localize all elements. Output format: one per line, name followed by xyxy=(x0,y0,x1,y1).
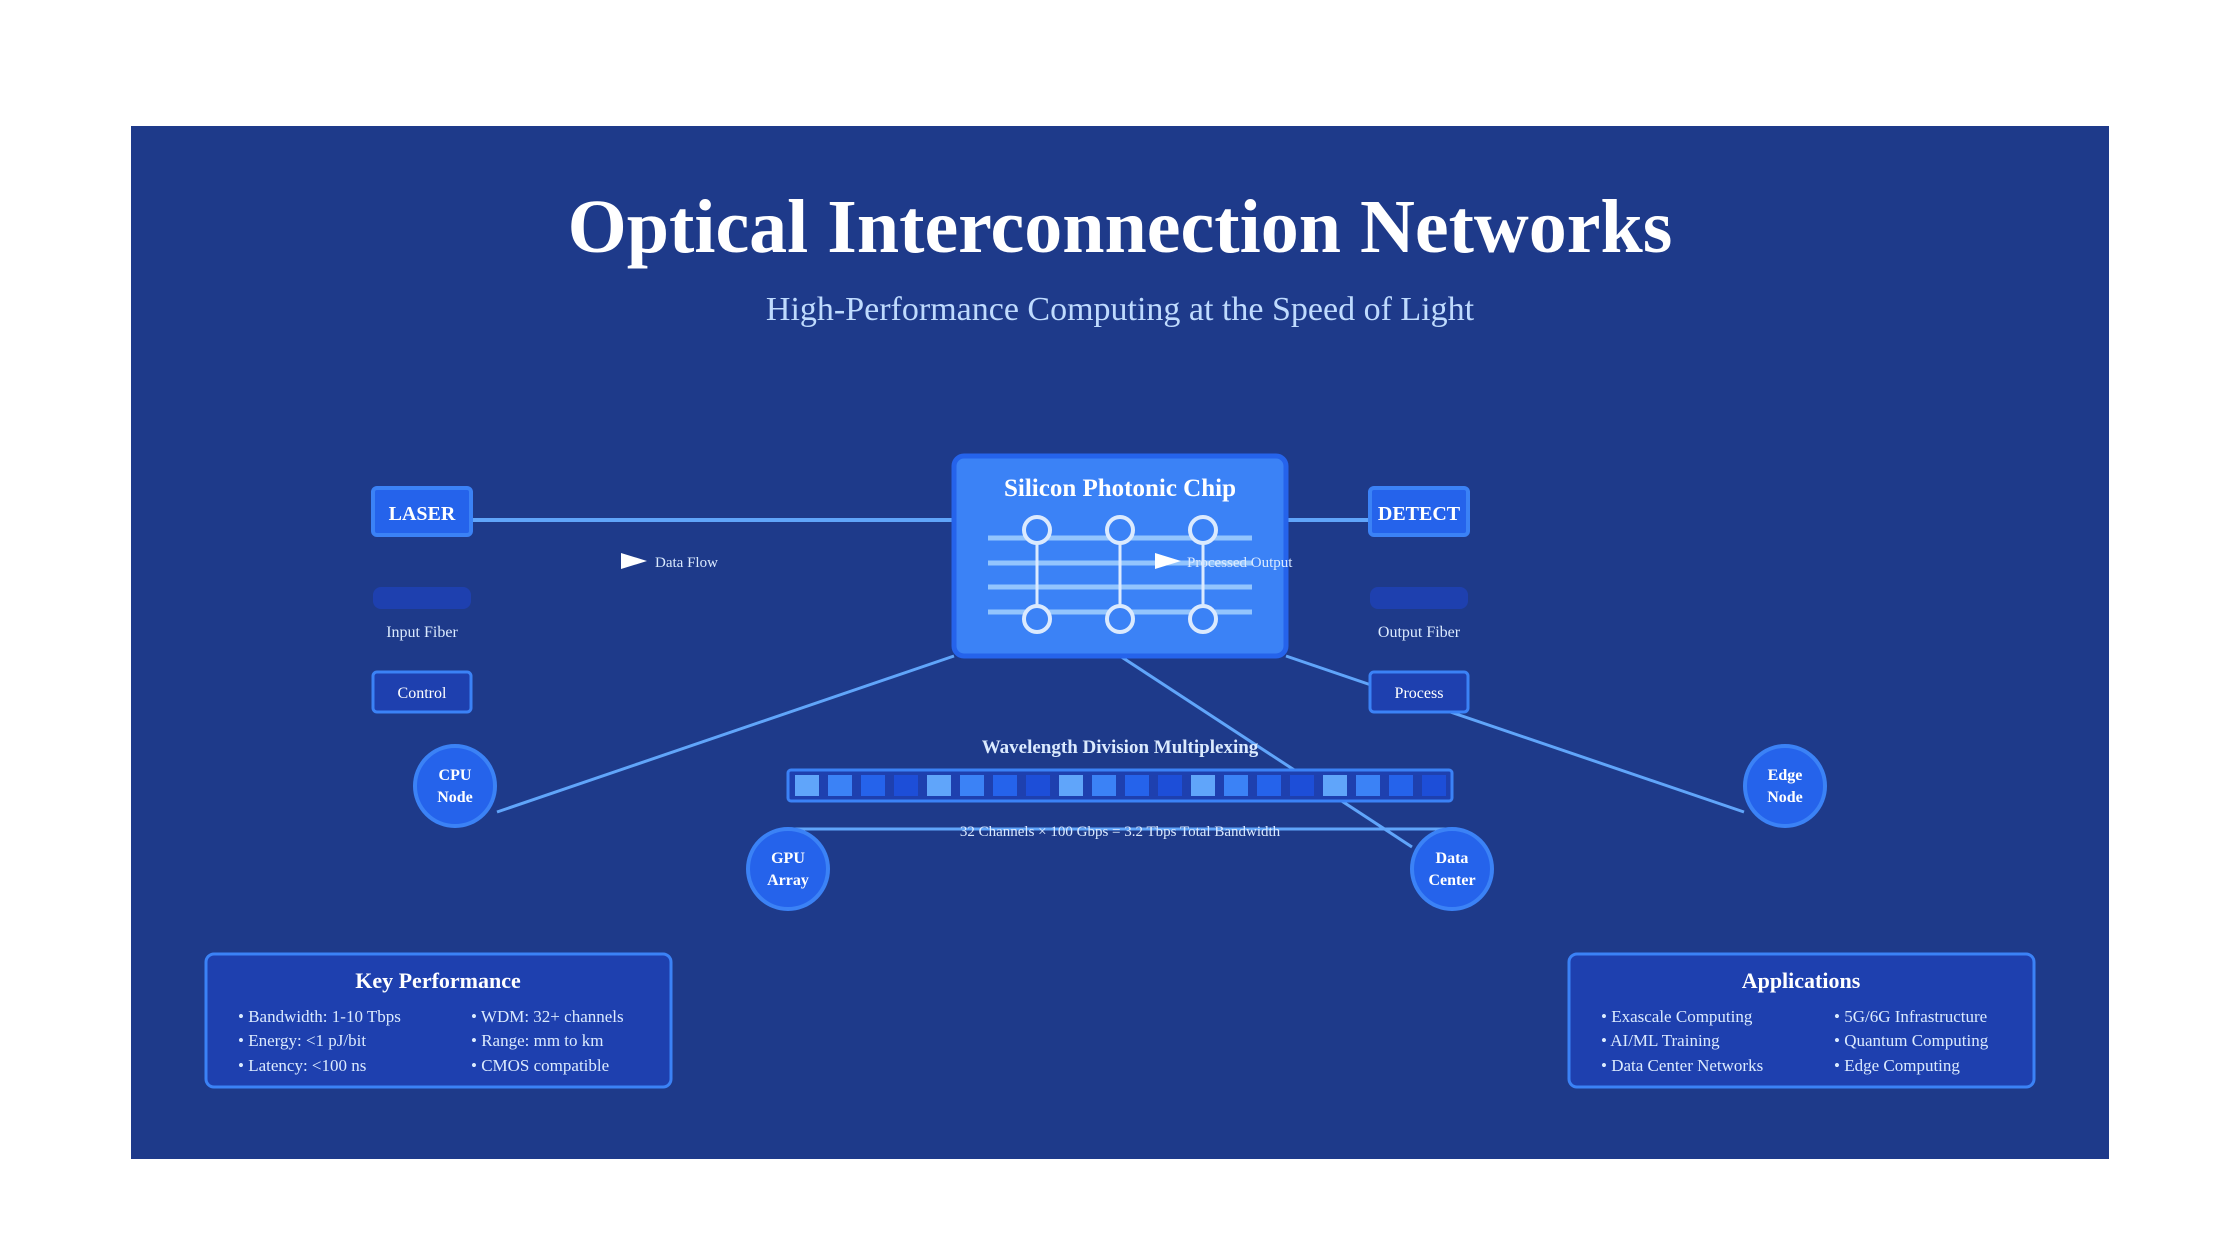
data-center-node-label: Center xyxy=(1428,872,1475,889)
wdm-channel xyxy=(960,775,984,796)
control-button[interactable]: Control xyxy=(371,670,473,714)
wdm-channel xyxy=(1389,775,1413,796)
application-item: • Exascale Computing xyxy=(1601,1007,1753,1026)
perf-item: • CMOS compatible xyxy=(471,1056,609,1075)
application-item: • Data Center Networks xyxy=(1601,1056,1763,1075)
application-item: • Quantum Computing xyxy=(1834,1031,1989,1050)
photonic-chip: Silicon Photonic Chip Processed Output xyxy=(951,453,1293,659)
process-label: Process xyxy=(1395,685,1444,702)
connection-lines xyxy=(471,518,1745,849)
processed-output-arrow-icon xyxy=(1155,553,1181,569)
wdm-channel xyxy=(795,775,819,796)
wdm-channel xyxy=(1059,775,1083,796)
input-fiber-label: Input Fiber xyxy=(386,624,458,641)
page-title: Optical Interconnection Networks xyxy=(568,185,1673,269)
key-performance-panel: Key Performance • Bandwidth: 1-10 Tbps •… xyxy=(204,952,673,1089)
edge-node-label: Node xyxy=(1767,789,1803,806)
wdm-channel xyxy=(927,775,951,796)
perf-item: • Bandwidth: 1-10 Tbps xyxy=(238,1007,401,1026)
wdm-channels xyxy=(795,775,1446,796)
output-fiber xyxy=(1370,587,1468,609)
wdm-channel xyxy=(1125,775,1149,796)
wdm-channel xyxy=(828,775,852,796)
gpu-node-label: Array xyxy=(767,872,809,889)
wdm-channel xyxy=(1257,775,1281,796)
laser-source: LASER xyxy=(371,486,473,537)
wdm-caption: 32 Channels × 100 Gbps = 3.2 Tbps Total … xyxy=(960,824,1281,840)
application-item: • 5G/6G Infrastructure xyxy=(1834,1007,1987,1026)
data-center-link xyxy=(1119,654,1413,849)
wdm-channel xyxy=(1191,775,1215,796)
ring-resonator xyxy=(1022,604,1052,634)
perf-item: • WDM: 32+ channels xyxy=(471,1007,624,1026)
wdm-channel xyxy=(1224,775,1248,796)
ring-resonators xyxy=(1022,515,1218,634)
perf-item: • Range: mm to km xyxy=(471,1031,604,1050)
perf-item: • Latency: <100 ns xyxy=(238,1056,366,1075)
process-button[interactable]: Process xyxy=(1368,670,1470,714)
wdm-channel xyxy=(1356,775,1380,796)
detect-label: DETECT xyxy=(1378,503,1461,525)
applications-panel: Applications • Exascale Computing • AI/M… xyxy=(1567,952,2036,1089)
applications-title: Applications xyxy=(1742,968,1861,993)
ring-resonator xyxy=(1188,515,1218,545)
wdm-channel xyxy=(861,775,885,796)
diagram-canvas: Optical Interconnection Networks High-Pe… xyxy=(131,126,2109,1159)
control-label: Control xyxy=(398,685,447,702)
input-fiber xyxy=(373,587,471,609)
laser-label: LASER xyxy=(389,503,456,525)
cpu-node[interactable]: CPU Node xyxy=(413,744,497,828)
cpu-node-label: Node xyxy=(437,789,473,806)
wdm-channel xyxy=(894,775,918,796)
wdm-channel xyxy=(1290,775,1314,796)
diagram-svg: Optical Interconnection Networks High-Pe… xyxy=(204,185,2036,1089)
application-item: • Edge Computing xyxy=(1834,1056,1960,1075)
wdm-channel xyxy=(1158,775,1182,796)
ring-resonator xyxy=(1022,515,1052,545)
data-center-node-label: Data xyxy=(1436,850,1469,867)
data-center-node[interactable]: Data Center xyxy=(1410,827,1494,911)
edge-node-label: Edge xyxy=(1768,767,1803,784)
gpu-array-node[interactable]: GPU Array xyxy=(746,827,830,911)
output-fiber-label: Output Fiber xyxy=(1378,624,1461,641)
edge-node[interactable]: Edge Node xyxy=(1743,744,1827,828)
data-flow-label: Data Flow xyxy=(655,555,718,571)
detector: DETECT xyxy=(1368,486,1470,537)
processed-output-label: Processed Output xyxy=(1187,555,1293,571)
ring-resonator xyxy=(1105,515,1135,545)
wdm-channel xyxy=(1422,775,1446,796)
edge-link xyxy=(1285,654,1745,814)
cpu-link xyxy=(496,654,955,814)
wdm-channel xyxy=(993,775,1017,796)
ring-resonator xyxy=(1188,604,1218,634)
key-performance-title: Key Performance xyxy=(355,968,521,993)
wdm-band xyxy=(786,768,1454,803)
wdm-channel xyxy=(1092,775,1116,796)
ring-resonator xyxy=(1105,604,1135,634)
gpu-node-label: GPU xyxy=(771,850,805,867)
application-item: • AI/ML Training xyxy=(1601,1031,1720,1050)
wdm-label: Wavelength Division Multiplexing xyxy=(982,737,1259,758)
chip-label: Silicon Photonic Chip xyxy=(1004,475,1236,502)
data-flow-arrow-icon xyxy=(621,553,647,569)
perf-item: • Energy: <1 pJ/bit xyxy=(238,1031,366,1050)
wdm-channel xyxy=(1323,775,1347,796)
cpu-node-label: CPU xyxy=(439,767,472,784)
wdm-channel xyxy=(1026,775,1050,796)
page-subtitle: High-Performance Computing at the Speed … xyxy=(766,291,1475,328)
